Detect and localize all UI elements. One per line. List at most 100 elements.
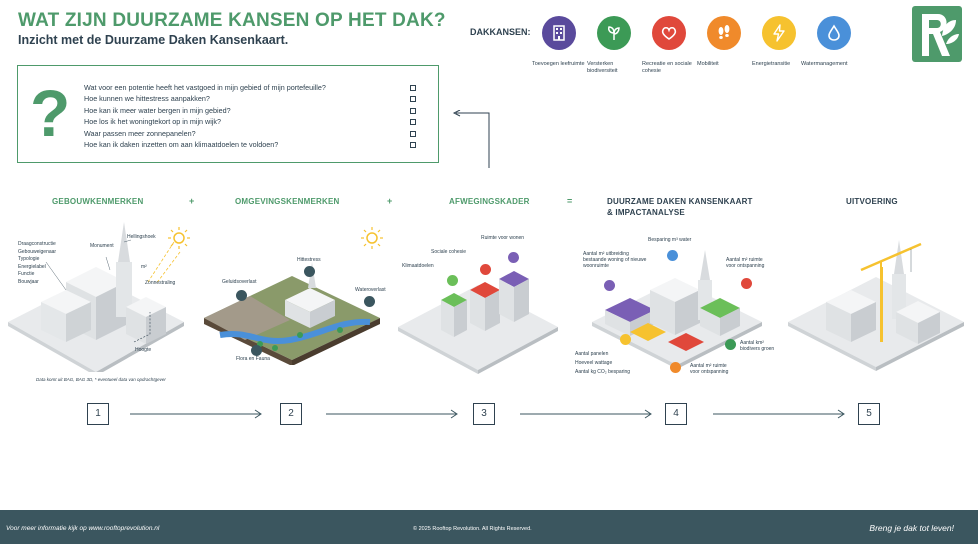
leaf-icon [597, 16, 631, 50]
label-hellingshoek: Hellingshoek [127, 234, 156, 240]
checkbox[interactable] [410, 85, 416, 91]
heat-icon [304, 266, 315, 277]
step-5: 5 [858, 403, 880, 425]
label-geluidsoverlast: Geluidsoverlast [222, 279, 257, 285]
dakkans-biodiversiteit: Versterken biodiversiteit [583, 16, 645, 75]
scene-uitvoering [788, 240, 964, 371]
question-item[interactable]: Hoe los ik het woningtekort op in mijn w… [84, 116, 420, 127]
label-hoogte: Hoogte [135, 347, 152, 353]
dakkans-label: Mobiliteit [697, 61, 719, 67]
footer-tagline: Breng je dak tot leven! [869, 523, 954, 533]
label-besparing-water: Besparing m³ water [648, 237, 692, 243]
label-ruimte-wonen: Ruimte voor wonen [481, 235, 525, 241]
leaf-icon [725, 339, 736, 350]
questions-box: ? Wat voor een potentie heeft het vastgo… [17, 65, 439, 163]
dakkans-label: Watermanagement [801, 61, 848, 67]
scene-omgevingskenmerken [204, 262, 380, 365]
footsteps-icon [670, 362, 681, 373]
equals-sign: = [567, 196, 573, 206]
plus-sign: + [387, 196, 393, 206]
footer-copyright: © 2025 Rooftop Revolution. All Rights Re… [413, 526, 532, 532]
lightning-icon [762, 16, 796, 50]
building-icon [604, 280, 615, 291]
question-item[interactable]: Waar passen meer zonnepanelen? [84, 128, 420, 139]
lightning-icon [620, 334, 631, 345]
scene-afwegingskader [398, 271, 558, 374]
water-drop-icon [667, 250, 678, 261]
butterfly-icon [251, 345, 262, 356]
climate-icon [447, 275, 458, 286]
question-mark-icon: ? [30, 76, 71, 150]
heart-icon [480, 264, 491, 275]
plus-sign: + [189, 196, 195, 206]
checkbox[interactable] [410, 107, 416, 114]
dakkans-recreatie: Recreatie en sociale cohesie [638, 16, 700, 75]
checkbox[interactable] [410, 96, 416, 103]
dakkans-leefruimte: Toevoegen leefruimte [528, 16, 590, 68]
rooftop-revolution-logo [912, 6, 962, 62]
building-icon [542, 16, 576, 50]
checkbox[interactable] [410, 130, 416, 137]
dakkans-label: Energietransitie [752, 61, 791, 67]
checkbox[interactable] [410, 141, 416, 148]
footsteps-icon [707, 16, 741, 50]
question-list: Wat voor een potentie heeft het vastgoed… [84, 82, 420, 150]
dakkans-mobiliteit: Mobiliteit [693, 16, 755, 68]
step-1: 1 [87, 403, 109, 425]
heading-omgevingskenmerken: OMGEVINGSKENMERKEN [235, 197, 340, 206]
flow-arrow [520, 409, 652, 419]
label-flora-fauna: Flora en Fauna [236, 356, 270, 362]
flow-arrow [713, 409, 845, 419]
label-zonnestraling: Zonnestraling [145, 280, 176, 286]
heading-uitvoering: UITVOERING [846, 197, 898, 206]
question-item[interactable]: Wat voor een potentie heeft het vastgoed… [84, 82, 420, 93]
feedback-arrow [452, 110, 490, 168]
heart-icon [741, 278, 752, 289]
footer: Voor meer informatie kijk op www.rooftop… [0, 510, 978, 544]
dakkansen-label: DAKKANSEN: [470, 27, 531, 37]
label-monument: Monument [90, 243, 114, 249]
label-sociale-cohesie: Sociale cohesie [431, 249, 467, 255]
label-m2: m² [141, 264, 147, 270]
flow-arrow [326, 409, 458, 419]
building-attributes: Draagconstructie Gebouweigenaar Typologi… [18, 241, 57, 285]
sun-icon [361, 227, 383, 249]
scene-kansenkaart [592, 250, 762, 369]
plus-icon [508, 252, 519, 263]
heading-kansenkaart: DUURZAME DAKEN KANSENKAART [607, 197, 753, 206]
step-4: 4 [665, 403, 687, 425]
heading-impactanalyse: & IMPACTANALYSE [607, 208, 685, 217]
sun-icon [168, 227, 190, 249]
question-item[interactable]: Hoe kan ik daken inzetten om aan klimaat… [84, 139, 420, 150]
label-wateroverlast: Wateroverlast [355, 287, 386, 293]
heading-afwegingskader: AFWEGINGSKADER [449, 197, 530, 206]
dakkans-label: Recreatie en sociale cohesie [642, 61, 692, 75]
checkbox[interactable] [410, 119, 416, 126]
dakkans-label: Toevoegen leefruimte [532, 61, 585, 67]
data-source-note: Data komt uit BAG, BAG 3D, * eventueel d… [36, 377, 166, 382]
flow-arrow [130, 409, 262, 419]
sound-icon [236, 290, 247, 301]
heading-gebouwkenmerken: GEBOUWKENMERKEN [52, 197, 144, 206]
dakkans-water: Watermanagement [797, 16, 871, 68]
dakkans-label: Versterken biodiversiteit [587, 61, 618, 75]
label-klimaatdoelen: Klimaatdoelen [402, 263, 434, 269]
step-3: 3 [473, 403, 495, 425]
footer-info-link[interactable]: Voor meer informatie kijk op www.rooftop… [6, 525, 160, 532]
question-item[interactable]: Hoe kan ik meer water bergen in mijn geb… [84, 105, 420, 116]
water-drop-icon [817, 16, 851, 50]
page-subtitle: Inzicht met de Duurzame Daken Kansenkaar… [18, 33, 289, 47]
question-item[interactable]: Hoe kunnen we hittestress aanpakken? [84, 93, 420, 104]
dakkans-energie: Energietransitie [748, 16, 810, 68]
label-hittestress: Hittestress [297, 257, 321, 263]
page-title: WAT ZIJN DUURZAME KANSEN OP HET DAK? [18, 10, 446, 31]
heart-icon [652, 16, 686, 50]
step-2: 2 [280, 403, 302, 425]
umbrella-icon [364, 296, 375, 307]
scene-gebouwkenmerken [8, 222, 184, 372]
